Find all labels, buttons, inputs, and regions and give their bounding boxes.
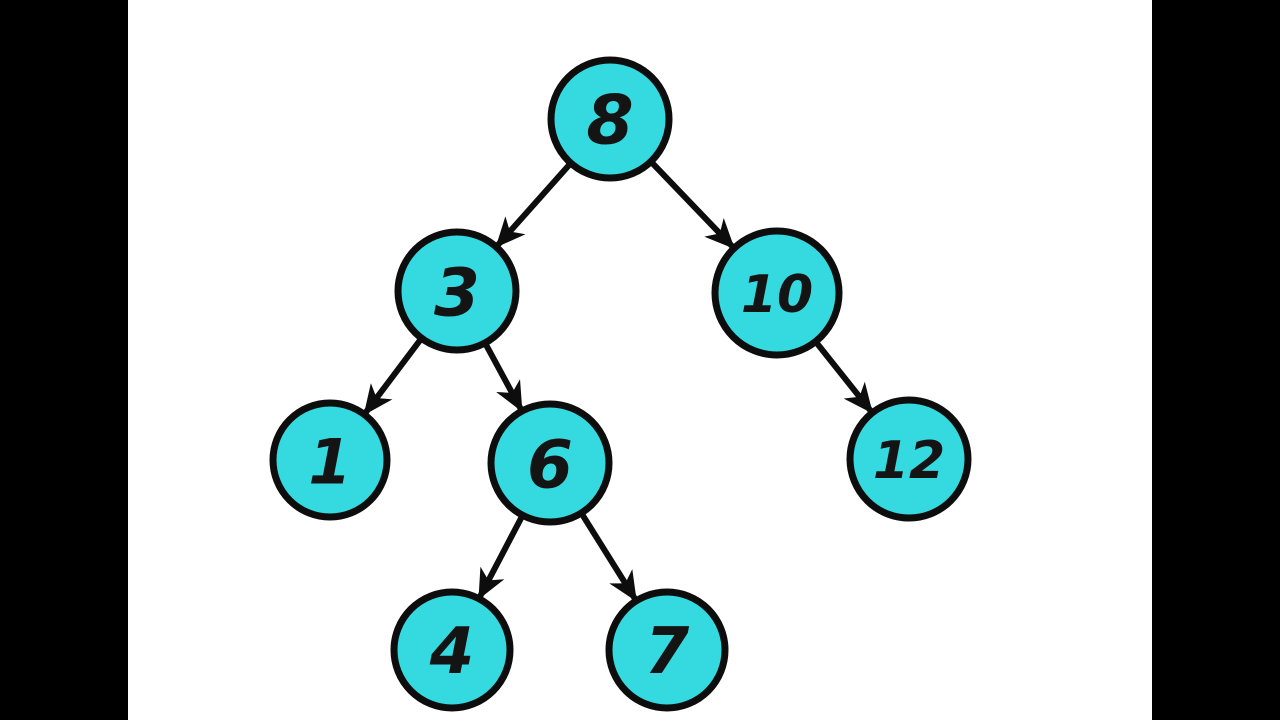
tree-node-circle-12 [846,396,972,522]
tree-node-7: 7 [605,588,729,712]
tree-node-label-12: 12 [873,431,945,491]
tree-nodes: 8 3 10 1 6 12 4 7 [269,56,972,712]
tree-node-circle-10 [711,227,843,359]
tree-edge-3-1 [362,336,424,416]
tree-node-label-6: 6 [527,427,573,504]
tree-edge-8-3 [494,161,573,249]
tree-node-label-8: 8 [586,82,633,161]
letterbox-right [1152,0,1280,720]
tree-node-1: 1 [269,399,391,521]
tree-edge-6-4 [476,514,525,600]
tree-node-circle-7 [605,588,729,712]
tree-node-8: 8 [547,56,673,182]
tree-node-12: 12 [846,396,972,522]
tree-node-label-3: 3 [434,255,480,332]
tree-node-circle-6 [487,400,613,526]
tree-node-circle-8 [547,56,673,182]
tree-node-3: 3 [394,228,520,354]
tree-edge-10-12 [813,340,875,415]
tree-node-label-4: 4 [429,615,475,689]
tree-node-4: 4 [390,588,514,712]
tree-edge-8-10 [649,160,736,250]
letterbox-left [0,0,128,720]
tree-node-label-7: 7 [645,615,690,689]
tree-edge-3-6 [483,341,524,413]
tree-edge-6-7 [579,511,639,603]
tree-node-circle-1 [269,399,391,521]
tree-node-circle-4 [390,588,514,712]
tree-node-circle-3 [394,228,520,354]
tree-node-label-10: 10 [741,265,813,325]
tree-edges [362,160,875,603]
tree-node-10: 10 [711,227,843,359]
tree-node-6: 6 [487,400,613,526]
tree-node-label-1: 1 [308,426,351,499]
